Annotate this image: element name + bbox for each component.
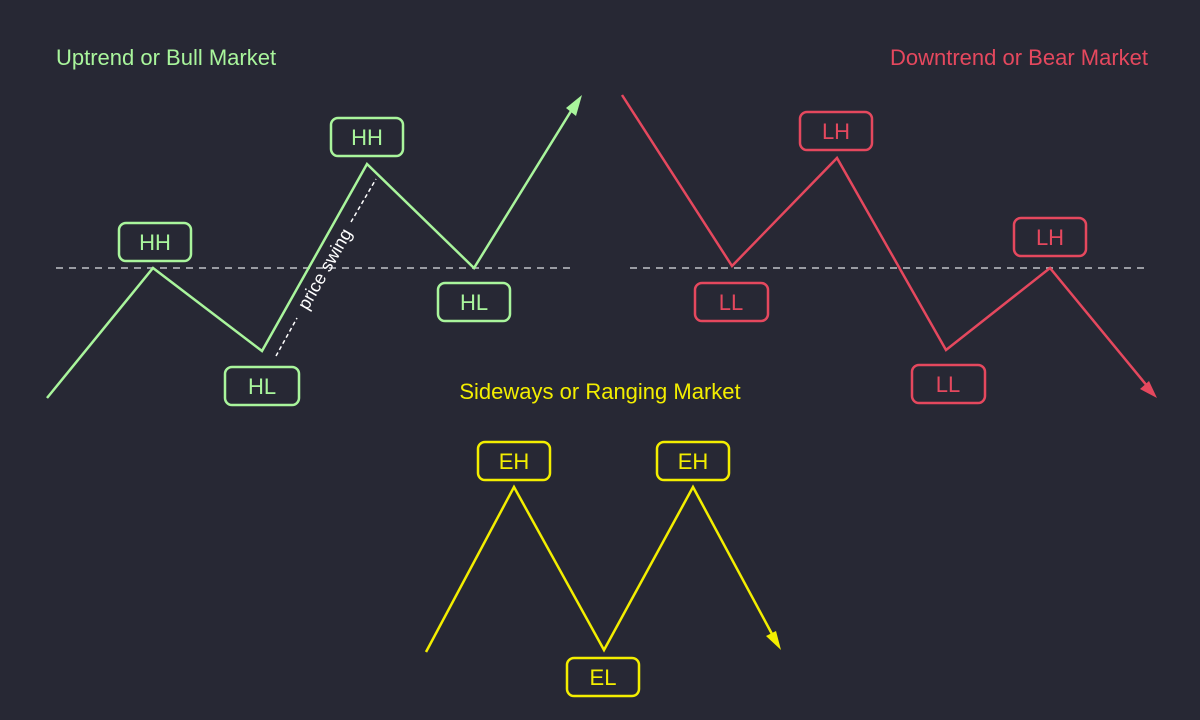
downtrend-label-lh-second: LH: [1012, 216, 1088, 258]
uptrend-label-hl-second: HL: [436, 281, 512, 323]
price-swing-dash-lower: [275, 317, 298, 357]
uptrend-price-line: [46, 102, 578, 399]
uptrend-label-hl-first-text: HL: [248, 374, 276, 399]
downtrend-arrowhead-icon: [1140, 381, 1157, 398]
sideways-price-line: [424, 484, 774, 653]
downtrend-label-ll-first-text: LL: [719, 290, 743, 315]
uptrend-arrowhead-icon: [566, 95, 582, 116]
sideways-label-eh-second-text: EH: [678, 449, 709, 474]
downtrend-price-line: [620, 94, 1149, 388]
uptrend-label-hh-first: HH: [117, 221, 193, 263]
downtrend-label-ll-second-text: LL: [936, 372, 960, 397]
uptrend-label-hh-first-text: HH: [139, 230, 171, 255]
sideways-label-eh-first: EH: [476, 440, 552, 482]
downtrend-title: Downtrend or Bear Market: [890, 45, 1148, 70]
downtrend-label-lh-second-text: LH: [1036, 225, 1064, 250]
sideways-label-eh-second: EH: [655, 440, 731, 482]
uptrend-label-hl-first: HL: [223, 365, 301, 407]
price-swing-dash-upper: [350, 178, 377, 223]
downtrend-label-ll-first: LL: [693, 281, 770, 323]
uptrend-label-hh-second: HH: [329, 116, 405, 158]
uptrend-label-hl-second-text: HL: [460, 290, 488, 315]
uptrend-label-hh-second-text: HH: [351, 125, 383, 150]
downtrend-label-lh-first-text: LH: [822, 119, 850, 144]
sideways-label-eh-first-text: EH: [499, 449, 530, 474]
sideways-label-el: EL: [565, 656, 641, 698]
sideways-title: Sideways or Ranging Market: [459, 379, 740, 404]
uptrend-title: Uptrend or Bull Market: [56, 45, 276, 70]
downtrend-label-ll-second: LL: [910, 363, 987, 405]
sideways-label-el-text: EL: [590, 665, 617, 690]
downtrend-label-lh-first: LH: [798, 110, 874, 152]
sideways-arrowhead-icon: [766, 631, 781, 650]
